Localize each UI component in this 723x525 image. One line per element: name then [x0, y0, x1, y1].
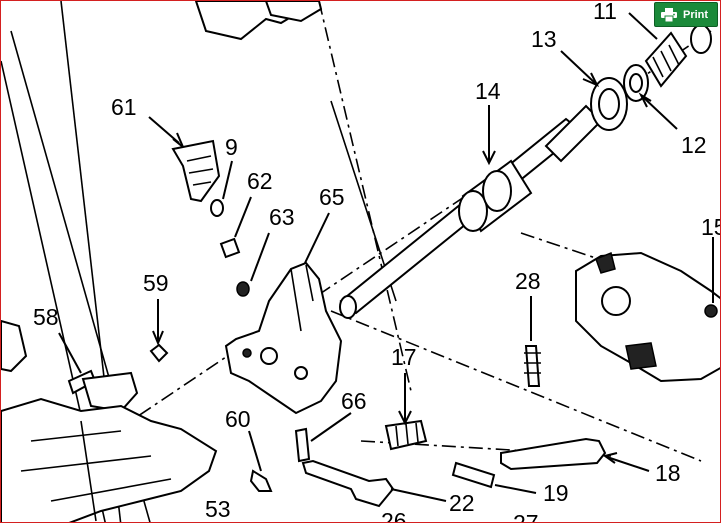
callout-18: 18 [655, 460, 681, 486]
bearing-13-inner [598, 88, 620, 120]
assembly-15-lock [625, 342, 657, 370]
clip-9 [210, 199, 224, 217]
callout-22: 22 [449, 490, 475, 516]
rod-22 [301, 459, 395, 508]
pin-63 [236, 281, 250, 297]
plate-58 [81, 371, 139, 413]
assembly-15-hole [601, 286, 631, 316]
lever-17-slots [395, 422, 419, 447]
callout-62: 62 [247, 168, 273, 194]
housing-stud [242, 348, 252, 358]
callout-26: 26 [381, 508, 407, 523]
spring-11-coils [652, 44, 680, 78]
callout-11: 11 [593, 1, 617, 24]
assembly-15-knob [595, 251, 616, 274]
washer-12-inner [629, 73, 643, 93]
pin-66 [294, 427, 311, 463]
callout-19: 19 [543, 480, 569, 506]
shaft-end [339, 295, 357, 319]
screw-59 [149, 343, 169, 363]
left-mechanism-detail [20, 420, 172, 522]
callout-53: 53 [205, 496, 231, 522]
centerline-top [318, 1, 412, 392]
switch-61-ribs [186, 155, 214, 186]
nut-62 [219, 237, 241, 259]
housing-hole-a [260, 347, 278, 365]
centerline-right [520, 232, 720, 301]
centerline-lower [330, 310, 702, 462]
cap-11 [690, 24, 712, 54]
callout-61: 61 [111, 94, 137, 120]
callout-65: 65 [319, 184, 345, 210]
pin-19 [451, 461, 496, 489]
switch-61 [171, 139, 221, 203]
print-button[interactable]: Print [654, 2, 718, 27]
callout-13: 13 [531, 26, 557, 52]
callout-63: 63 [269, 204, 295, 230]
callout-17: 17 [391, 344, 417, 370]
print-label: Print [683, 8, 709, 21]
assembly-15 [575, 251, 720, 383]
callout-14: 14 [475, 78, 501, 104]
printer-icon [661, 7, 677, 22]
bolt-15 [704, 304, 718, 318]
collar-ring-b [482, 170, 512, 212]
handle-18 [500, 437, 607, 471]
left-edge-part [1, 319, 28, 373]
callout-labels: 11 13 14 61 9 62 63 65 12 15 59 58 28 17… [33, 1, 721, 523]
callout-9: 9 [225, 134, 238, 160]
collar-ring-a [458, 190, 488, 232]
leader-lines [58, 12, 714, 502]
callout-27: 27 [513, 510, 539, 523]
top-bracket-small [264, 1, 323, 23]
bolt-60 [249, 469, 273, 492]
callout-66: 66 [341, 388, 367, 414]
spring-28 [524, 345, 541, 387]
callout-60: 60 [225, 406, 251, 432]
housing-hole-b [294, 366, 308, 380]
callout-28: 28 [515, 268, 541, 294]
spring-28-coils [524, 352, 541, 374]
housing-lever [290, 264, 314, 332]
callout-58: 58 [33, 304, 59, 330]
callout-12: 12 [681, 132, 707, 158]
callout-59: 59 [143, 270, 169, 296]
callout-15: 15 [701, 214, 721, 240]
